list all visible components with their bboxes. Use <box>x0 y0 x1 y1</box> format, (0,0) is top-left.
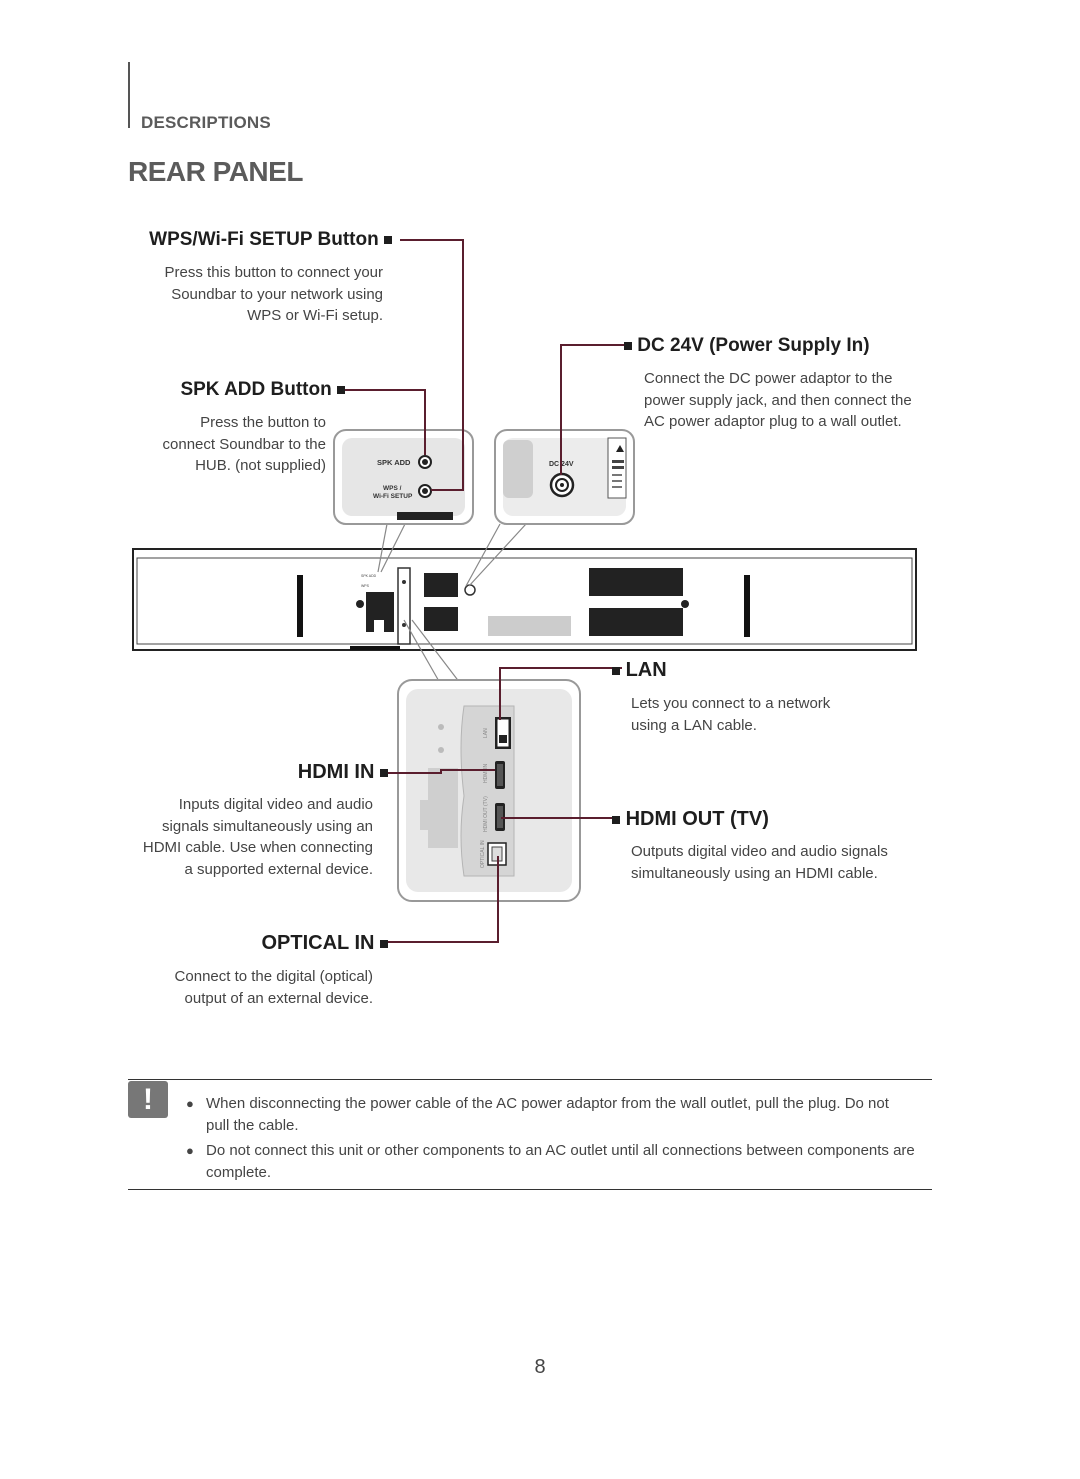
hdmi-out-device-label: HDMI OUT (TV) <box>483 796 489 832</box>
callout-marker-icon <box>612 815 620 824</box>
wps-callout-title: WPS/Wi-Fi SETUP Button <box>100 229 392 251</box>
lan-callout-desc: Lets you connect to a network using a LA… <box>631 695 831 734</box>
spk-add-device-label: SPK ADD <box>377 458 411 467</box>
wps-callout-desc: Press this button to connect your Soundb… <box>164 264 383 324</box>
wps-device-label-1: WPS / <box>383 485 402 492</box>
soundbar-body: SPK ADD WPS <box>132 548 917 651</box>
dc24v-callout-desc: Connect the DC power adaptor to the powe… <box>644 370 912 430</box>
callout-box-dc: DC 24V <box>494 429 635 525</box>
callout-marker-icon <box>337 385 345 394</box>
hdmi-out-callout-title: HDMI OUT (TV) <box>612 808 769 831</box>
section-bar <box>128 62 130 128</box>
hdmi-in-device-label: HDMI IN <box>483 763 489 783</box>
leader-lines <box>344 239 626 943</box>
svg-text:WPS: WPS <box>361 584 370 588</box>
callout-box-ports: LAN HDMI IN HDMI OUT (TV) OPTICAL IN <box>397 679 581 902</box>
hdmi-in-callout-title: HDMI IN <box>100 761 388 784</box>
page-title: REAR PANEL <box>128 156 303 187</box>
optical-device-label: OPTICAL IN <box>480 840 486 868</box>
optical-in-callout-title: OPTICAL IN <box>100 932 388 955</box>
optical-in-callout-desc: Connect to the digital (optical) output … <box>174 968 373 1007</box>
section-label: DESCRIPTIONS <box>141 113 271 132</box>
dc24v-callout-title: DC 24V (Power Supply In) <box>624 335 870 357</box>
wps-device-label-2: Wi-Fi SETUP <box>373 493 413 500</box>
caution-icon: ! <box>128 1081 168 1118</box>
note-item: ●When disconnecting the power cable of t… <box>186 1095 889 1134</box>
svg-text:SPK ADD: SPK ADD <box>361 574 377 578</box>
page-number: 8 <box>534 1356 546 1378</box>
spk-add-callout-title: SPK ADD Button <box>100 379 345 401</box>
note-top-rule <box>128 1079 932 1080</box>
callout-marker-icon <box>384 235 392 244</box>
bullet-icon: ● <box>186 1143 194 1158</box>
callout-box-buttons: SPK ADD WPS / Wi-Fi SETUP <box>333 429 474 525</box>
callout-marker-icon <box>380 939 388 948</box>
note-item: ●Do not connect this unit or other compo… <box>186 1142 915 1181</box>
bullet-icon: ● <box>186 1096 194 1111</box>
callout-marker-icon <box>380 768 388 777</box>
hdmi-out-callout-desc: Outputs digital video and audio signals … <box>631 843 888 882</box>
lan-device-label: LAN <box>483 728 489 738</box>
callout-marker-icon <box>624 341 632 350</box>
zoom-lines <box>377 523 527 684</box>
note-bottom-rule <box>128 1189 932 1190</box>
note-list: ●When disconnecting the power cable of t… <box>186 1093 916 1187</box>
lan-callout-title: LAN <box>612 659 667 682</box>
callout-marker-icon <box>612 666 620 675</box>
hdmi-in-callout-desc: Inputs digital video and audio signals s… <box>142 796 373 878</box>
spk-add-callout-desc: Press the button to connect Soundbar to … <box>162 414 326 474</box>
